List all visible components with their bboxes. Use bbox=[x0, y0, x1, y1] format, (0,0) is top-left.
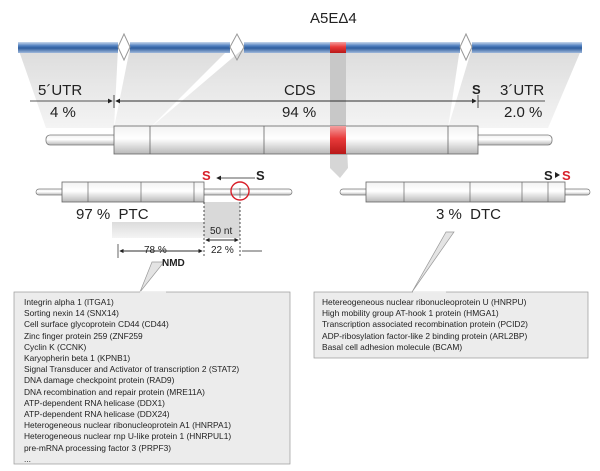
ptc-gene-callout bbox=[13, 261, 291, 465]
gene-item: ATP-dependent RNA helicase (DDX24) bbox=[24, 409, 170, 420]
dtc-stop-black: S bbox=[544, 168, 553, 183]
percent-22: 22 % bbox=[211, 245, 234, 256]
gene-item: Cell surface glycoprotein CD44 (CD44) bbox=[24, 319, 169, 330]
utr3-percent: 2.0 % bbox=[504, 104, 543, 121]
gene-item: Integrin alpha 1 (ITGA1) bbox=[24, 297, 114, 307]
gene-item: Signal Transducer and Activator of trans… bbox=[24, 364, 240, 375]
cds-label: CDS bbox=[284, 82, 316, 99]
utr3-label: 3´UTR bbox=[500, 82, 545, 99]
gene-item: ADP-ribosylation factor-like 2 binding p… bbox=[322, 330, 528, 341]
gene-item: High mobility group AT-hook 1 protein (H… bbox=[322, 308, 499, 319]
dtc-stop-red: S bbox=[562, 168, 571, 183]
genomic-to-mrna-fan bbox=[18, 48, 582, 178]
utr5-label: 5´UTR bbox=[38, 82, 83, 99]
ptc-mrna bbox=[35, 175, 293, 258]
dtc-gene-list: Hetereogeneous nuclear ribonucleoprotein… bbox=[322, 297, 528, 353]
gene-item: Cyclin K (CCNK) bbox=[24, 341, 87, 352]
mrna-alternative-exon bbox=[330, 126, 346, 154]
dtc-mrna bbox=[339, 172, 591, 203]
gene-item: ATP-dependent RNA helicase (DDX1) bbox=[24, 397, 165, 408]
distance-50nt: 50 nt bbox=[210, 226, 233, 237]
gene-item: Basal cell adhesion molecule (BCAM) bbox=[322, 341, 463, 352]
gene-item: Hetereogeneous nuclear ribonucleoprotein… bbox=[322, 297, 527, 307]
gene-item: Transcription associated recombination p… bbox=[322, 319, 528, 330]
ptc-gene-list: Integrin alpha 1 (ITGA1) Sorting nexin 1… bbox=[24, 297, 239, 465]
region-dimension-lines bbox=[30, 95, 545, 108]
genomic-exon-bar bbox=[18, 32, 582, 62]
gene-item: pre-mRNA processing factor 3 (PRPF3) bbox=[24, 442, 172, 453]
junction-circle bbox=[230, 181, 250, 201]
alternative-exon-a5e4 bbox=[330, 42, 346, 53]
mature-mrna bbox=[45, 125, 553, 155]
utr5-percent: 4 % bbox=[50, 104, 76, 121]
gene-item: Sorting nexin 14 (SNX14) bbox=[24, 308, 119, 319]
ptc-label: 97 % PTC bbox=[76, 206, 149, 223]
stop-codon-label: S bbox=[472, 82, 481, 97]
dtc-gene-callout bbox=[313, 231, 589, 359]
nmd-label: NMD bbox=[162, 258, 185, 269]
percent-78: 78 % bbox=[144, 245, 167, 256]
cds-percent: 94 % bbox=[282, 104, 317, 121]
gene-item: ... bbox=[24, 453, 31, 464]
nmd-zone bbox=[204, 202, 240, 238]
gene-item: DNA damage checkpoint protein (RAD9) bbox=[24, 375, 175, 386]
dtc-label: 3 % DTC bbox=[436, 206, 502, 223]
ptc-stop-black: S bbox=[256, 168, 265, 183]
gene-item: Zinc finger protein 259 (ZNF259 bbox=[24, 330, 143, 341]
ptc-stop-red: S bbox=[202, 168, 211, 183]
gene-item: Karyopherin beta 1 (KPNB1) bbox=[24, 353, 131, 364]
gene-item: DNA recombination and repair protein (MR… bbox=[24, 386, 205, 397]
gene-item: Heterogeneous nuclear ribonucleoprotein … bbox=[24, 420, 232, 431]
gene-item: Heterogeneous nuclear rnp U-like protein… bbox=[24, 431, 232, 442]
exon-label: A5EΔ4 bbox=[310, 10, 357, 27]
